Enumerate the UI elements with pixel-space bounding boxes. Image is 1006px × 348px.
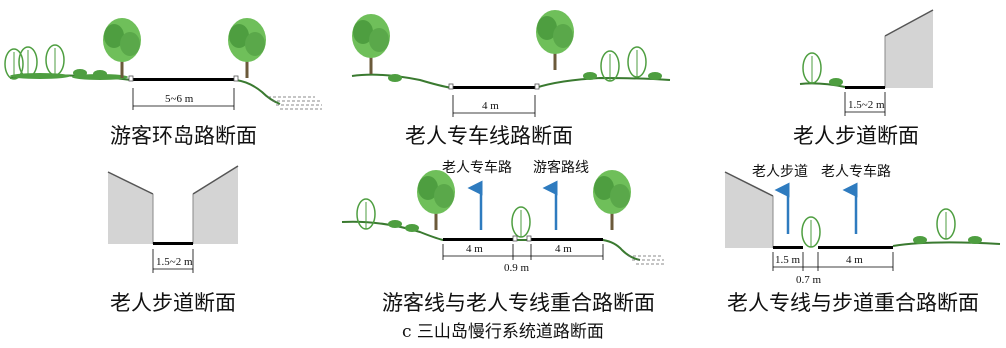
- road-surface: [531, 238, 603, 241]
- arrow-label: 游客路线: [533, 160, 589, 176]
- dimension-line: [442, 244, 604, 260]
- road-surface: [818, 246, 893, 249]
- shrub-icon: [600, 50, 620, 82]
- arrow-label: 老人步道: [752, 164, 808, 180]
- road-surface: [443, 238, 513, 241]
- figure-caption: c 三山岛慢行系统道路断面: [402, 322, 604, 342]
- section-caption: 老人步道断面: [793, 124, 919, 148]
- shrub-icon: [356, 198, 376, 230]
- dimension-line: [772, 252, 894, 271]
- tree-icon: [417, 170, 455, 230]
- road-surface: [453, 86, 535, 89]
- tree-icon: [593, 170, 631, 230]
- arrow-label: 老人专车路: [821, 164, 891, 180]
- section-elderly-walkway-bottom: [107, 165, 239, 273]
- dimension-label: 4 m: [555, 243, 572, 255]
- tree-icon: [352, 14, 390, 74]
- bush-icon: [968, 236, 982, 244]
- arrow-label: 老人专车路: [442, 160, 512, 176]
- bush-icon: [388, 220, 402, 228]
- bush-icon: [583, 72, 597, 80]
- water-icon: [628, 255, 664, 265]
- dimension-line: [152, 249, 194, 273]
- road-surface: [133, 78, 234, 81]
- shrub-icon: [4, 48, 24, 80]
- dimension-line: [452, 95, 536, 117]
- section-elderly-walkway-shared: [724, 171, 1001, 271]
- shrub-icon: [45, 44, 65, 76]
- section-elderly-walkway-top: [799, 9, 934, 116]
- road-surface: [845, 86, 885, 89]
- dimension-label: 0.7 m: [796, 274, 822, 286]
- building-wall: [725, 172, 773, 248]
- section-tourist-loop-road: [4, 18, 322, 110]
- ground-line: [892, 241, 1001, 247]
- dimension-label: 0.9 m: [504, 262, 530, 274]
- tree-icon: [536, 10, 574, 70]
- dimension-label: 1.5~2 m: [156, 256, 193, 268]
- tree-icon: [228, 18, 266, 78]
- section-caption: 老人专车线路断面: [405, 124, 573, 148]
- building-wall: [108, 172, 153, 244]
- dimension-label: 1.5 m: [775, 254, 801, 266]
- shrub-icon: [511, 206, 531, 238]
- dimension-line: [132, 88, 235, 110]
- bush-icon: [388, 74, 402, 82]
- shrub-icon: [801, 216, 821, 248]
- dimension-label: 4 m: [466, 243, 483, 255]
- dimension-line: [844, 92, 886, 116]
- section-tourist-elderly-shared: [341, 170, 664, 265]
- shrub-icon: [936, 208, 956, 240]
- dimension-label: 1.5~2 m: [848, 99, 885, 111]
- section-caption: 老人步道断面: [110, 291, 236, 315]
- bush-icon: [93, 70, 107, 78]
- bush-icon: [405, 224, 419, 232]
- building-wall: [885, 10, 933, 88]
- dimension-label: 4 m: [846, 254, 863, 266]
- section-caption: 游客环岛路断面: [110, 124, 257, 148]
- tree-icon: [103, 18, 141, 78]
- water-icon: [268, 96, 322, 110]
- building-wall: [193, 166, 238, 244]
- section-caption: 老人专线与步道重合路断面: [727, 291, 979, 315]
- bush-icon: [73, 69, 87, 77]
- section-caption: 游客线与老人专线重合路断面: [382, 291, 655, 315]
- bush-icon: [829, 78, 843, 86]
- section-elderly-vehicle-road: [351, 10, 671, 117]
- road-surface: [773, 246, 803, 249]
- dimension-label: 5~6 m: [165, 93, 194, 105]
- shrub-icon: [802, 52, 822, 84]
- dimension-label: 4 m: [482, 100, 499, 112]
- ground-line: [799, 82, 846, 88]
- bush-icon: [648, 72, 662, 80]
- bush-icon: [913, 236, 927, 244]
- road-surface: [153, 242, 193, 245]
- shrub-icon: [627, 46, 647, 78]
